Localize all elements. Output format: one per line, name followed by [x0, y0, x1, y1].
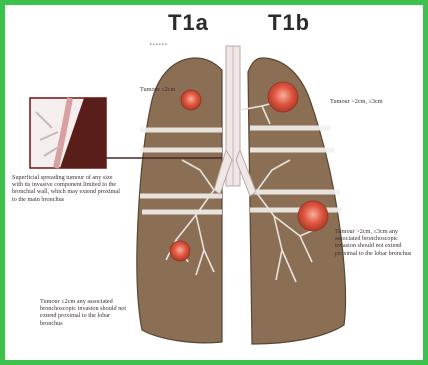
tumour-left-upper [181, 90, 201, 110]
heading-t1a: T1a [168, 10, 209, 36]
label-tumour-right-mid: Tumour >2cm, ≤3cm any associated broncho… [335, 228, 417, 257]
tumour-right-mid [298, 201, 328, 231]
inset-bronchial-wall [30, 98, 106, 168]
label-tumour-left-lower: Tumour ≤2cm any associated bronchoscopic… [40, 298, 130, 327]
label-superficial-spreading: Superficial spreading tumour of any size… [12, 174, 122, 203]
svg-text:• • • • • •: • • • • • • [150, 43, 167, 48]
left-lung [137, 58, 222, 343]
tumour-right-upper [268, 82, 298, 112]
tumour-left-lower [170, 241, 190, 261]
heading-t1b: T1b [268, 10, 310, 36]
label-tumour-left-upper: Tumour ≤2cm [140, 86, 180, 93]
label-tumour-right-upper: Tumour >2cm, ≤3cm [330, 98, 400, 105]
